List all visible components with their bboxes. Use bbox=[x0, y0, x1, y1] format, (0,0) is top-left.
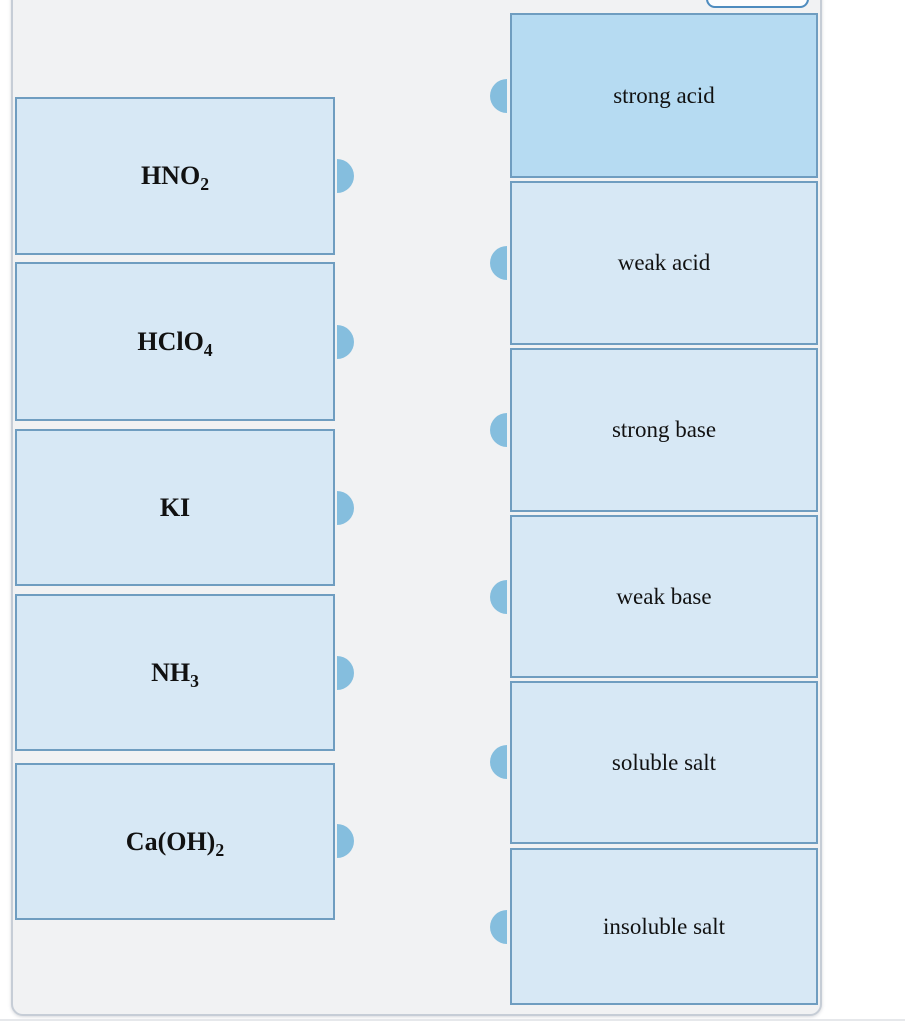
target-strong-acid[interactable]: strong acid bbox=[510, 13, 818, 178]
connector-tab[interactable] bbox=[337, 325, 354, 359]
connector-tab[interactable] bbox=[490, 246, 507, 280]
target-soluble-salt[interactable]: soluble salt bbox=[510, 681, 818, 844]
connector-tab[interactable] bbox=[490, 580, 507, 614]
target-strong-base[interactable]: strong base bbox=[510, 348, 818, 512]
target-label: strong acid bbox=[613, 82, 715, 108]
target-label: weak base bbox=[616, 583, 712, 609]
connector-tab[interactable] bbox=[337, 824, 354, 858]
left-item-label: HNO2 bbox=[140, 161, 210, 195]
left-item-caoh2[interactable]: Ca(OH)2 bbox=[15, 763, 335, 920]
target-label: soluble salt bbox=[611, 749, 717, 775]
left-item-label: HClO4 bbox=[137, 326, 213, 360]
left-item-nh3[interactable]: NH3 bbox=[15, 594, 335, 751]
left-item-label: NH3 bbox=[151, 657, 199, 691]
connector-tab[interactable] bbox=[490, 745, 507, 779]
left-item-ki[interactable]: KI bbox=[15, 429, 335, 586]
left-item-label: Ca(OH)2 bbox=[125, 826, 225, 860]
left-item-hno2[interactable]: HNO2 bbox=[15, 97, 335, 255]
connector-tab[interactable] bbox=[490, 79, 507, 113]
bottom-divider bbox=[0, 1019, 905, 1021]
target-weak-base[interactable]: weak base bbox=[510, 515, 818, 678]
connector-tab[interactable] bbox=[337, 159, 354, 193]
collapsed-top-button[interactable] bbox=[706, 0, 809, 8]
target-label: strong base bbox=[611, 417, 717, 442]
connector-tab[interactable] bbox=[490, 413, 507, 447]
left-item-label: KI bbox=[159, 492, 191, 522]
connector-tab[interactable] bbox=[337, 656, 354, 690]
target-weak-acid[interactable]: weak acid bbox=[510, 181, 818, 345]
connector-tab[interactable] bbox=[337, 491, 354, 525]
target-insoluble-salt[interactable]: insoluble salt bbox=[510, 848, 818, 1005]
target-label: insoluble salt bbox=[602, 913, 726, 939]
target-label: weak acid bbox=[617, 250, 711, 275]
connector-tab[interactable] bbox=[490, 910, 507, 944]
left-item-hclo4[interactable]: HClO4 bbox=[15, 262, 335, 421]
